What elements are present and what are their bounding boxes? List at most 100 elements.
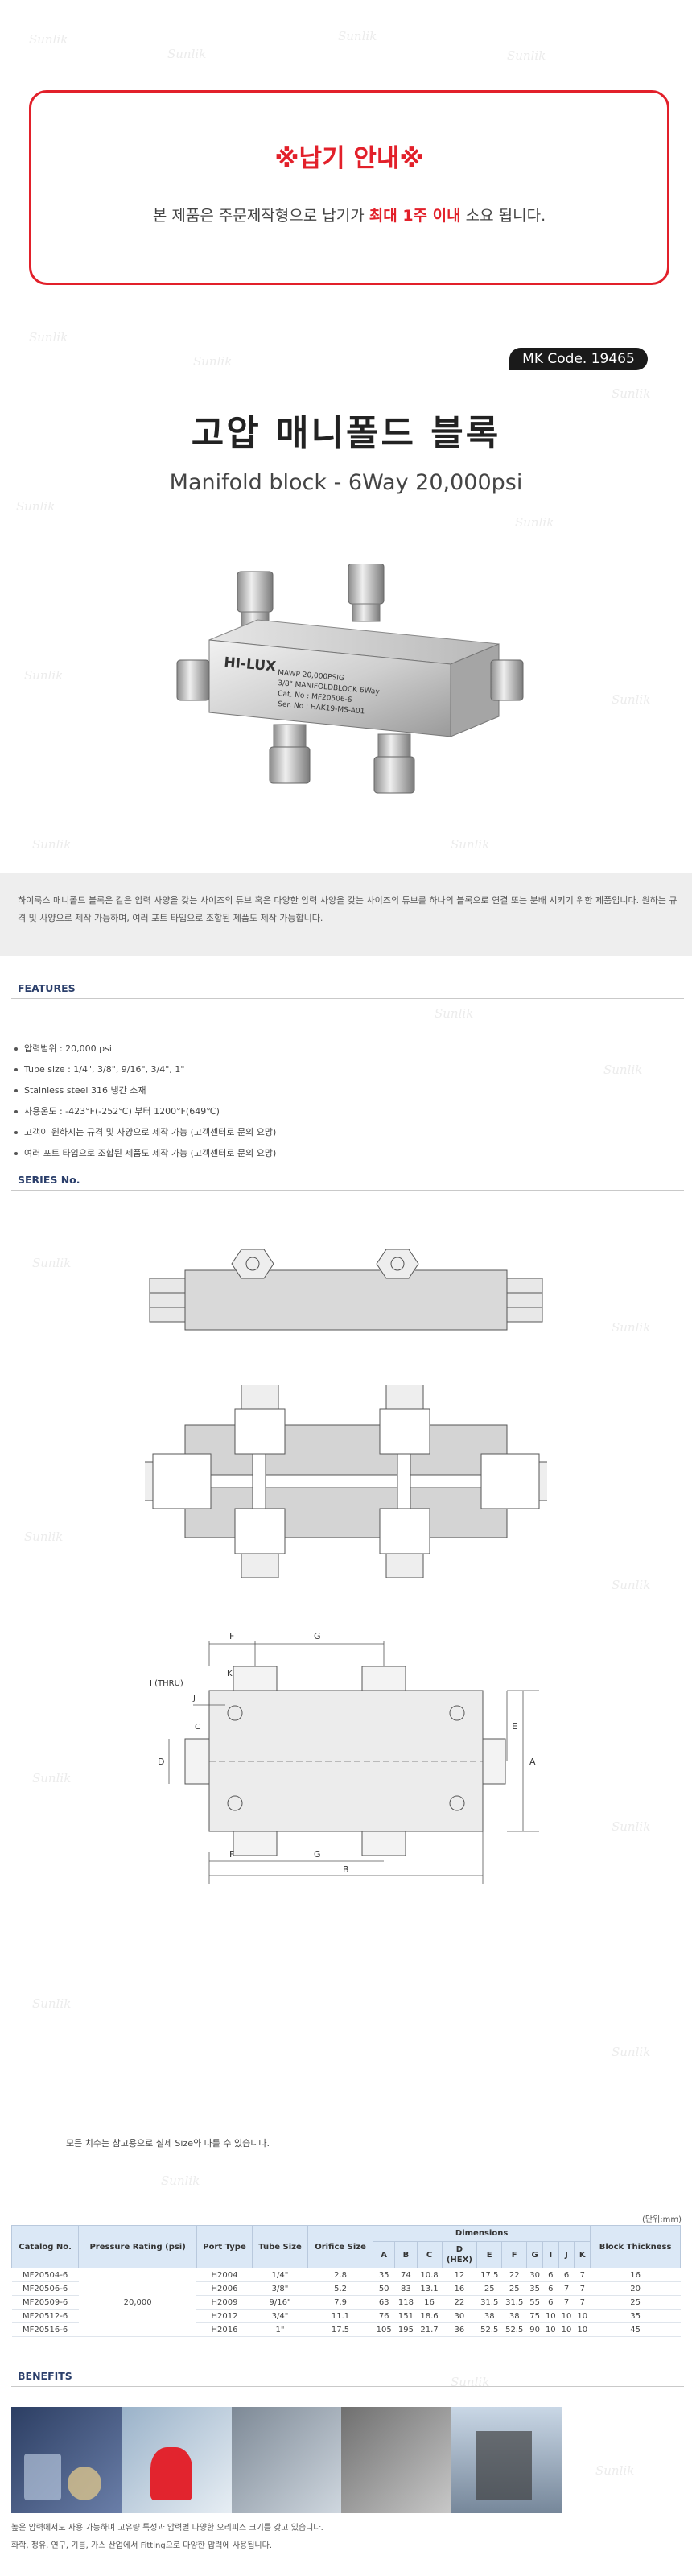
cell-dim: 36: [442, 2322, 477, 2337]
side-view-drawing: [149, 1249, 543, 1331]
col-dimensions: Dimensions: [373, 2225, 591, 2242]
cell-block: 45: [590, 2322, 681, 2337]
cell-dim: 7: [574, 2281, 591, 2296]
cell-dim: 22: [501, 2268, 527, 2282]
benefits-image-strip: [11, 2407, 562, 2513]
feature-item: Tube size : 1/4", 3/8", 9/16", 3/4", 1": [14, 1059, 276, 1080]
cell-dim: 52.5: [476, 2322, 502, 2337]
col-dim: K: [574, 2241, 591, 2268]
cell-port: H2006: [196, 2281, 253, 2296]
cell-catalog: MF20506-6: [11, 2281, 79, 2296]
dimension-drawing: F G I (THRU) K J C D E A F G B: [150, 1631, 539, 1884]
notice-highlight: 최대 1주 이내: [369, 207, 461, 225]
cell-block: 25: [590, 2295, 681, 2310]
col-port: Port Type: [196, 2225, 253, 2268]
cell-dim: 10: [542, 2309, 559, 2323]
cell-tube: 3/4": [252, 2309, 308, 2323]
series-heading: SERIES No.: [18, 1174, 80, 1186]
benefit-image-offshore: [451, 2407, 562, 2513]
features-heading: FEATURES: [18, 982, 76, 994]
cell-dim: 10: [574, 2309, 591, 2323]
cell-dim: 7: [574, 2268, 591, 2282]
cell-pressure: 20,000: [78, 2268, 197, 2337]
series-divider: [11, 1190, 684, 1191]
benefits-notes: 높은 압력에서도 사용 가능하며 고유량 특성과 압력별 다양한 오리피스 크기…: [11, 2520, 323, 2555]
cell-dim: 76: [373, 2309, 395, 2323]
cell-tube: 3/8": [252, 2281, 308, 2296]
cell-dim: 16: [442, 2281, 477, 2296]
cell-dim: 30: [526, 2268, 543, 2282]
col-dim: G: [526, 2241, 543, 2268]
cell-dim: 50: [373, 2281, 395, 2296]
cell-dim: 7: [574, 2295, 591, 2310]
cell-dim: 195: [394, 2322, 418, 2337]
cell-port: H2016: [196, 2322, 253, 2337]
cell-dim: 75: [526, 2309, 543, 2323]
col-dim: D (HEX): [441, 2241, 478, 2268]
cell-orifice: 5.2: [307, 2281, 373, 2296]
description-panel: 하이룩스 매니폴드 블록은 같은 압력 사양을 갖는 사이즈의 튜브 혹은 다양…: [0, 873, 692, 956]
cell-dim: 63: [373, 2295, 395, 2310]
notice-body: 본 제품은 주문제작형으로 납기가 최대 1주 이내 소요 됩니다.: [152, 207, 546, 225]
benefit-note: 높은 압력에서도 사용 가능하며 고유량 특성과 압력별 다양한 오리피스 크기…: [11, 2524, 323, 2533]
dim-label-b: B: [343, 1864, 349, 1875]
cell-dim: 35: [526, 2281, 543, 2296]
mk-code-badge: MK Code. 19465: [509, 348, 648, 370]
cell-block: 20: [590, 2281, 681, 2296]
cell-dim: 118: [394, 2295, 418, 2310]
cell-tube: 1/4": [252, 2268, 308, 2282]
cell-dim: 6: [542, 2268, 559, 2282]
description-text: 하이룩스 매니폴드 블록은 같은 압력 사양을 갖는 사이즈의 튜브 혹은 다양…: [18, 895, 678, 923]
feature-item: 압력범위 : 20,000 psi: [14, 1038, 276, 1059]
cell-dim: 10.8: [417, 2268, 443, 2282]
dim-label-e: E: [512, 1721, 517, 1732]
cell-dim: 17.5: [476, 2268, 502, 2282]
col-pressure: Pressure Rating (psi): [78, 2225, 197, 2268]
col-tube: Tube Size: [251, 2225, 309, 2268]
col-block: Block Thickness: [590, 2225, 681, 2268]
feature-item: 여러 포트 타입으로 조합된 제품도 제작 가능 (고객센터로 문의 요망): [14, 1143, 276, 1164]
col-dim: A: [373, 2241, 396, 2268]
dim-label-c: C: [195, 1723, 200, 1732]
cell-dim: 25: [501, 2281, 527, 2296]
cell-dim: 105: [373, 2322, 395, 2337]
cell-dim: 13.1: [417, 2281, 443, 2296]
cell-catalog: MF20509-6: [11, 2295, 79, 2310]
product-title: 고압 매니폴드 블록: [191, 413, 501, 454]
cell-catalog: MF20516-6: [11, 2322, 79, 2337]
benefits-divider: [11, 2386, 684, 2387]
cell-dim: 30: [442, 2309, 477, 2323]
col-dim: J: [558, 2241, 575, 2268]
dim-label-k: K: [227, 1670, 233, 1678]
notice-title: ※납기 안내※: [274, 144, 424, 173]
cell-dim: 52.5: [501, 2322, 527, 2337]
cell-dim: 7: [558, 2281, 575, 2296]
col-dim: I: [542, 2241, 559, 2268]
cell-dim: 83: [394, 2281, 418, 2296]
dim-label-g: G: [314, 1631, 321, 1641]
cell-dim: 35: [373, 2268, 395, 2282]
cell-block: 35: [590, 2309, 681, 2323]
cell-dim: 38: [501, 2309, 527, 2323]
dim-label-f-bottom: F: [229, 1849, 234, 1860]
col-dim: B: [394, 2241, 418, 2268]
cell-dim: 21.7: [417, 2322, 443, 2337]
features-list: 압력범위 : 20,000 psi Tube size : 1/4", 3/8"…: [14, 1038, 276, 1164]
dimension-note: 모든 치수는 참고용으로 실제 Size와 다를 수 있습니다.: [66, 2138, 270, 2149]
cell-dim: 6: [542, 2295, 559, 2310]
benefit-image-fittings: [341, 2407, 452, 2513]
delivery-notice-box: ※납기 안내※ 본 제품은 주문제작형으로 납기가 최대 1주 이내 소요 됩니…: [29, 90, 669, 285]
col-orifice: Orifice Size: [307, 2225, 374, 2268]
cell-block: 16: [590, 2268, 681, 2282]
cell-tube: 9/16": [252, 2295, 308, 2310]
section-view-drawing: [145, 1385, 547, 1578]
top-port-right: [348, 564, 385, 622]
cell-dim: 90: [526, 2322, 543, 2337]
benefit-note: 화학, 정유, 연구, 기름, 가스 산업에서 Fitting으로 다양한 압력…: [11, 2541, 273, 2550]
cell-dim: 16: [417, 2295, 443, 2310]
cell-dim: 22: [442, 2295, 477, 2310]
cell-dim: 151: [394, 2309, 418, 2323]
